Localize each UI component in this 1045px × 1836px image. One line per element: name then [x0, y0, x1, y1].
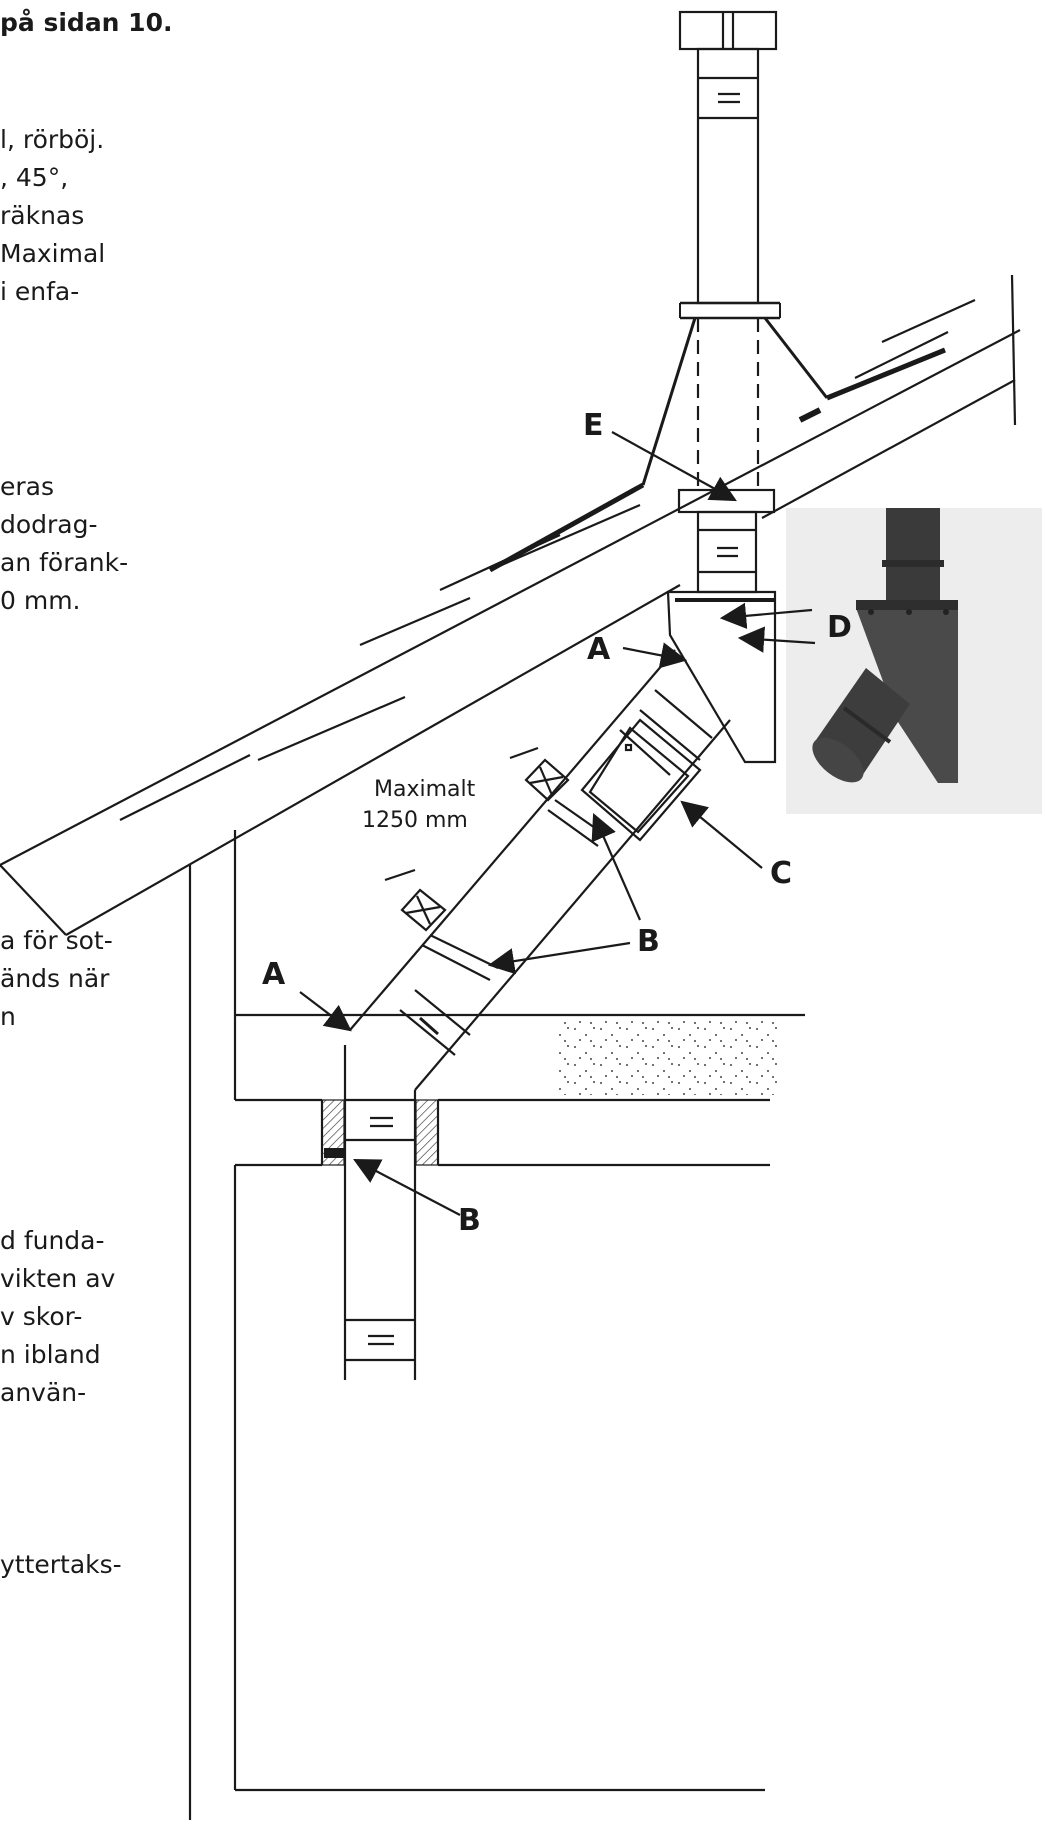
body-text-line: dodrag- — [0, 510, 98, 539]
body-text-line: räknas — [0, 201, 85, 230]
body-text-line: Maximal — [0, 239, 106, 268]
body-text-line: 0 mm. — [0, 586, 81, 615]
body-text-line: l, rörböj. — [0, 125, 105, 154]
roof-structure — [0, 274, 1021, 936]
body-text-line: n ibland — [0, 1340, 101, 1369]
callout-c: C — [770, 856, 792, 891]
callout-a-upper: A — [587, 632, 611, 667]
callout-b-upper: B — [637, 924, 660, 959]
body-text-line: eras — [0, 472, 55, 501]
fire-insulation-right — [415, 1099, 439, 1166]
body-text-line: d funda- — [0, 1226, 105, 1255]
dimension-label-line1: Maximalt — [374, 777, 476, 802]
callout-b-lower: B — [458, 1203, 481, 1238]
bracket-photo-image — [786, 508, 1042, 814]
body-text-line: an förank- — [0, 548, 129, 577]
floor-seal — [324, 1148, 346, 1158]
flashing-cone — [488, 301, 946, 573]
body-text-line: använ- — [0, 1378, 87, 1407]
body-text-line: , 45°, — [0, 163, 69, 192]
callout-d: D — [827, 610, 852, 645]
body-text-line: vikten av — [0, 1264, 116, 1293]
chimney-bracket-photo — [786, 508, 1042, 814]
body-text-line: änds när — [0, 964, 110, 993]
support-bracket-drawing — [666, 590, 777, 764]
callout-e: E — [583, 408, 604, 443]
dimension-label-line2: 1250 mm — [362, 808, 468, 833]
callout-arrows — [299, 431, 816, 1216]
body-text-line: i enfa- — [0, 277, 80, 306]
body-text-line: n — [0, 1002, 16, 1031]
ceiling-insulation — [555, 1018, 780, 1095]
callout-a-lower: A — [262, 957, 286, 992]
page-reference-text: på sidan 10. — [0, 8, 173, 37]
body-text-line: yttertaks- — [0, 1550, 122, 1579]
body-text-line: v skor- — [0, 1302, 83, 1331]
chimney-top-section — [677, 10, 778, 594]
offset-flue-pipe — [343, 649, 731, 1380]
